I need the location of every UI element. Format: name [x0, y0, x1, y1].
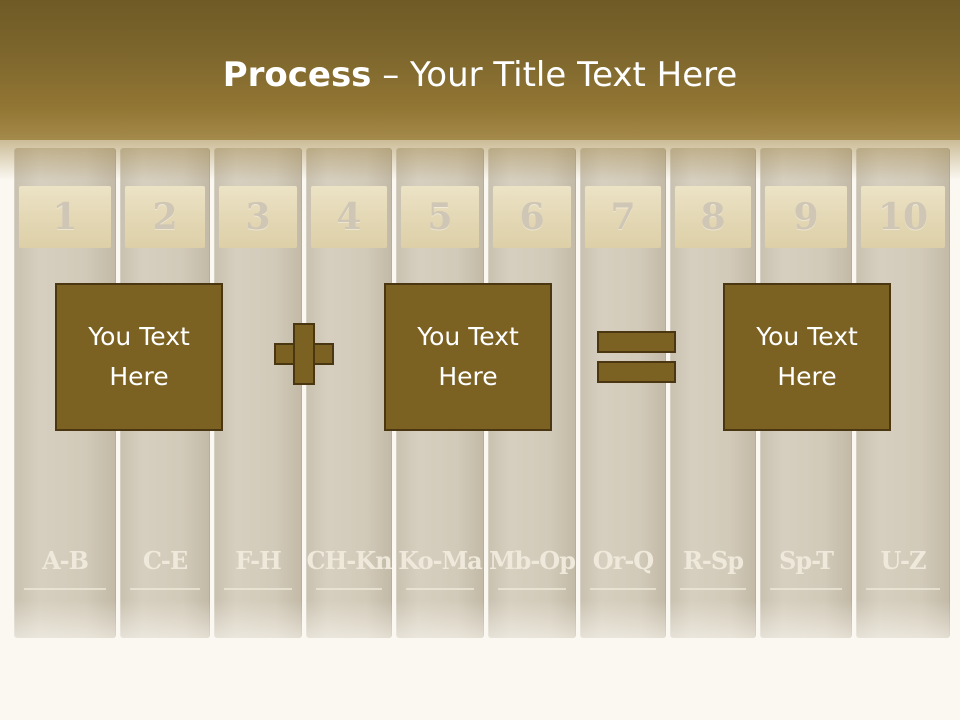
book-spine: 3 F-H — [214, 148, 302, 638]
plus-icon — [274, 323, 334, 385]
bottom-fade — [0, 600, 960, 720]
title-band — [0, 0, 960, 140]
spine-divider — [770, 588, 842, 590]
volume-number: 10 — [861, 186, 945, 248]
volume-range: C-E — [142, 546, 188, 575]
slide-title[interactable]: Process – Your Title Text Here — [0, 54, 960, 96]
spine-divider — [866, 588, 940, 590]
volume-range: A-B — [42, 546, 89, 575]
process-box-2[interactable]: You Text Here — [384, 283, 552, 431]
volume-number: 2 — [125, 186, 205, 248]
volume-number: 8 — [675, 186, 751, 248]
volume-number: 3 — [219, 186, 297, 248]
spine-divider — [406, 588, 474, 590]
volume-number: 7 — [585, 186, 661, 248]
equals-icon — [597, 331, 676, 383]
volume-number: 9 — [765, 186, 847, 248]
book-spine: 7 Or-Q — [580, 148, 666, 638]
volume-range: Ko-Ma — [398, 546, 482, 575]
process-box-label: You Text Here — [88, 322, 190, 391]
volume-range: R-Sp — [682, 546, 744, 575]
spine-divider — [224, 588, 292, 590]
process-box-label: You Text Here — [417, 322, 519, 391]
volume-number: 5 — [401, 186, 479, 248]
process-box-label: You Text Here — [756, 322, 858, 391]
book-spine: 10 U-Z — [856, 148, 950, 638]
volume-range: Sp-T — [779, 546, 834, 575]
title-rest: – Your Title Text Here — [371, 55, 738, 95]
title-bold: Process — [222, 55, 372, 95]
book-spine: 4 CH-Kn — [306, 148, 393, 638]
spine-divider — [498, 588, 566, 590]
process-box-3[interactable]: You Text Here — [723, 283, 891, 431]
process-box-1[interactable]: You Text Here — [55, 283, 223, 431]
spine-divider — [590, 588, 656, 590]
spine-divider — [24, 588, 106, 590]
volume-range: Mb-Op — [489, 546, 576, 575]
volume-number: 1 — [19, 186, 111, 248]
spine-divider — [316, 588, 382, 590]
spine-divider — [680, 588, 746, 590]
spine-divider — [130, 588, 200, 590]
title-band-fade — [0, 140, 960, 180]
volume-number: 6 — [493, 186, 571, 248]
volume-range: Or-Q — [592, 546, 654, 575]
volume-number: 4 — [311, 186, 387, 248]
volume-range: F-H — [235, 546, 282, 575]
volume-range: U-Z — [880, 546, 927, 575]
volume-range: CH-Kn — [306, 546, 392, 575]
